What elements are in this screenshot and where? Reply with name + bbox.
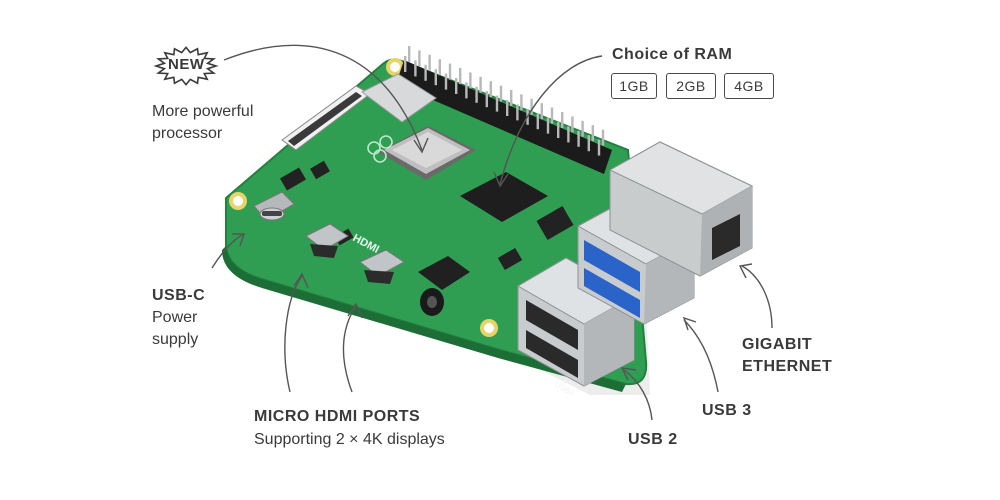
gpio-pin — [414, 60, 417, 77]
arrow-ram-head — [493, 171, 509, 188]
gpio-pin — [587, 135, 590, 152]
gpio-pin — [597, 139, 601, 156]
arrow-ethernet — [741, 265, 773, 329]
gpio-pin — [540, 103, 543, 120]
gpio-pin — [536, 113, 539, 130]
gpio-pin — [581, 120, 584, 137]
gpio-pin — [561, 112, 564, 128]
usb2-port-stack — [517, 257, 636, 387]
ram-chip — [460, 172, 548, 222]
gpio-pin — [418, 50, 421, 67]
gpio-pin — [571, 116, 574, 133]
wifi-module-shield — [361, 73, 437, 123]
gpio-pin — [404, 56, 407, 72]
ram-option-2gb: 2GB — [666, 73, 716, 99]
ethernet-jack — [608, 141, 754, 277]
gpio-pin — [465, 82, 468, 99]
gpio-pin — [479, 76, 482, 93]
hdmi-subtitle: Supporting 2 × 4K displays — [254, 431, 445, 448]
gpio-pin — [546, 117, 550, 134]
gpio-pin — [489, 81, 492, 98]
ethernet-title-line2: ETHERNET — [742, 358, 833, 375]
arrow-usb3 — [683, 319, 719, 393]
gpio-pin — [469, 72, 472, 89]
new-badge-text: NEW — [168, 56, 205, 73]
gpio-pin — [510, 90, 513, 106]
gpio-pin — [408, 46, 411, 62]
gpio-pin — [475, 86, 478, 103]
gpio-pin — [506, 100, 509, 116]
gpio-pin — [434, 69, 437, 86]
smd-components — [279, 160, 574, 271]
gpio-pin — [591, 125, 594, 142]
usbc-title: USB-C — [152, 287, 206, 304]
gpio-pin — [516, 104, 519, 121]
gpio-pin — [601, 129, 605, 146]
gpio-pin — [459, 68, 462, 84]
arrow-usb2-head — [620, 367, 637, 381]
processor-chip — [378, 126, 476, 180]
usbc-caption-line2: Power — [152, 309, 198, 326]
arrow-usb2 — [623, 369, 653, 421]
arrow-hdmi-2 — [342, 305, 357, 393]
arrow-processor-head — [413, 137, 429, 154]
arrow-ethernet-head — [738, 263, 753, 279]
gpio-pin — [520, 94, 523, 111]
usbc-caption-line3: supply — [152, 331, 199, 348]
raspberry-logo — [367, 135, 393, 163]
gpio-pin — [428, 54, 431, 71]
arrow-processor — [223, 44, 423, 151]
arrow-ram — [499, 55, 603, 185]
gpio-pin — [550, 107, 554, 124]
callout-arrows — [211, 44, 773, 421]
arrow-hdmi-1 — [284, 275, 303, 393]
new-badge-starburst — [153, 46, 219, 86]
usb-c-port — [253, 191, 295, 221]
arrow-hdmi-1-head — [293, 272, 309, 289]
micro-hdmi-port-2 — [359, 249, 405, 284]
ram-option-4gb: 4GB — [724, 73, 774, 99]
gpio-pin — [485, 91, 488, 108]
gpio-pin — [448, 63, 452, 80]
gpio-pin — [499, 85, 503, 102]
arrow-usb3-head — [682, 316, 697, 331]
usb3-title: USB 3 — [702, 402, 752, 419]
arrow-usbc-head — [232, 233, 245, 247]
usb2-title: USB 2 — [628, 431, 678, 448]
processor-caption-line2: processor — [152, 125, 223, 142]
gpio-pin — [557, 122, 560, 138]
micro-hdmi-port-1 — [305, 223, 349, 258]
gpio-pin — [567, 126, 570, 143]
processor-caption-line1: More powerful — [152, 103, 254, 120]
gpio-pin — [495, 95, 499, 112]
gpio-pins — [404, 46, 605, 156]
gpio-pin — [424, 64, 427, 81]
arrow-usbc — [211, 233, 245, 269]
ram-option-1gb: 1GB — [611, 73, 657, 99]
ram-title: Choice of RAM — [612, 46, 733, 63]
gpio-pin — [438, 59, 441, 76]
audio-jack — [418, 256, 470, 316]
gpio-pin — [530, 98, 533, 115]
ethernet-title-line1: GIGABIT — [742, 336, 813, 353]
gpio-header — [396, 46, 612, 174]
hdmi-title: MICRO HDMI PORTS — [254, 408, 421, 425]
display-connector-slot — [288, 92, 362, 146]
gpio-pin — [455, 78, 458, 94]
mounting-holes — [229, 58, 498, 337]
gpio-pin — [444, 73, 448, 90]
arrow-hdmi-2-head — [347, 302, 363, 319]
gpio-pin — [577, 130, 580, 147]
